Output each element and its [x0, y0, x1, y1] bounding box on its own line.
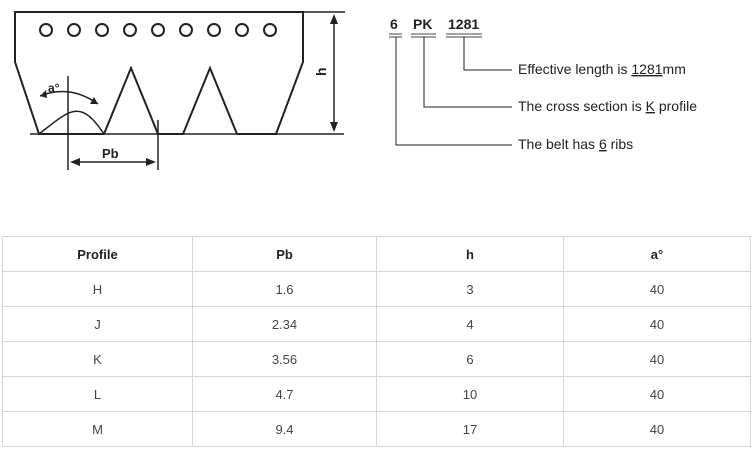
- table-row: K 3.56 6 40: [2, 341, 751, 377]
- belt-left-groove: [38, 110, 105, 135]
- profile-spec-table: Profile Pb h a° H 1.6 3 40 J 2.34 4 40 K…: [2, 236, 751, 447]
- cell-pb: 4.7: [192, 376, 377, 412]
- cell-angle: 40: [563, 306, 751, 342]
- length-explanation: Effective length is 1281mm: [518, 61, 686, 77]
- profile-explanation: The cross section is K profile: [518, 98, 697, 114]
- angle-label: a°: [48, 81, 60, 95]
- table-row: L 4.7 10 40: [2, 376, 751, 412]
- cell-profile: L: [2, 376, 193, 412]
- cell-h: 6: [376, 341, 564, 377]
- table-header-row: Profile Pb h a°: [2, 236, 751, 272]
- belt-outline: [14, 11, 304, 135]
- table-row: M 9.4 17 40: [2, 411, 751, 447]
- cell-pb: 9.4: [192, 411, 377, 447]
- cell-profile: M: [2, 411, 193, 447]
- cell-pb: 2.34: [192, 306, 377, 342]
- header-profile: Profile: [2, 236, 193, 272]
- code-length: 1281: [448, 16, 479, 32]
- cell-h: 4: [376, 306, 564, 342]
- designation-diagram: 6 PK 1281 Effective length is 1281mm The…: [389, 16, 697, 152]
- cell-angle: 40: [563, 411, 751, 447]
- table-row: J 2.34 4 40: [2, 306, 751, 342]
- cell-pb: 1.6: [192, 271, 377, 307]
- cord-holes: [39, 23, 277, 37]
- header-angle: a°: [563, 236, 751, 272]
- cell-angle: 40: [563, 376, 751, 412]
- height-label: h: [313, 67, 329, 76]
- cell-h: 17: [376, 411, 564, 447]
- cell-h: 10: [376, 376, 564, 412]
- ribs-explanation: The belt has 6 ribs: [518, 136, 633, 152]
- cell-h: 3: [376, 271, 564, 307]
- cell-pb: 3.56: [192, 341, 377, 377]
- code-ribs: 6: [390, 16, 398, 32]
- code-profile: PK: [413, 16, 432, 32]
- header-h: h: [376, 236, 564, 272]
- cell-profile: J: [2, 306, 193, 342]
- table-row: H 1.6 3 40: [2, 271, 751, 307]
- cell-profile: K: [2, 341, 193, 377]
- header-pb: Pb: [192, 236, 377, 272]
- cell-angle: 40: [563, 271, 751, 307]
- belt-cross-section-diagram: a° Pb h: [14, 11, 345, 170]
- cell-profile: H: [2, 271, 193, 307]
- pitch-label: Pb: [102, 146, 119, 161]
- cell-angle: 40: [563, 341, 751, 377]
